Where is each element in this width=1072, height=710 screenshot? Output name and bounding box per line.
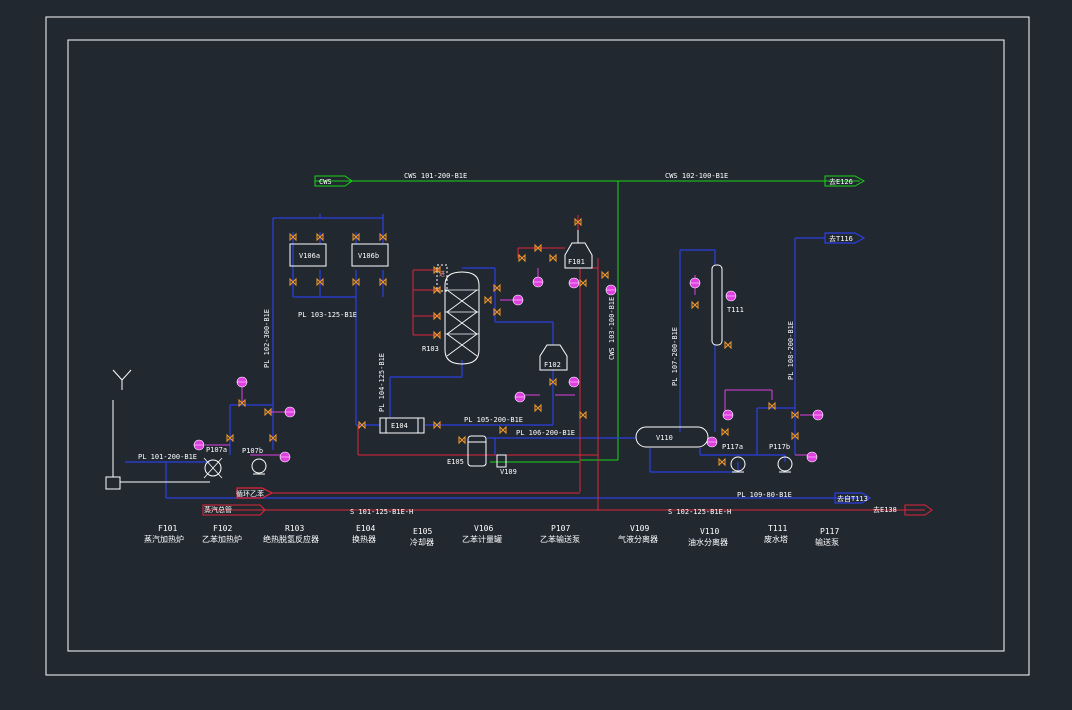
cooler-e105[interactable]: E105 — [447, 435, 487, 467]
label-recycle-eb: 循环乙苯 — [236, 489, 264, 498]
tag-p107b: P107b — [242, 447, 263, 455]
legend-tag-1: F102 — [213, 524, 232, 533]
tag-f102: F102 — [544, 361, 561, 369]
label-pl-107: PL 107-200-B1E — [671, 327, 679, 386]
label-cws-in: CWS — [319, 178, 332, 186]
legend-name-4: 冷却器 — [410, 537, 434, 547]
label-pl-102: PL 102-300-B1E — [263, 309, 271, 368]
legend-name-1: 乙苯加热炉 — [202, 534, 242, 544]
legend-tag-0: F101 — [158, 524, 177, 533]
tag-p107a: P107a — [206, 446, 227, 454]
tag-v106b: V106b — [358, 252, 379, 260]
pump-p117b[interactable]: P117b — [769, 443, 793, 473]
legend-name-7: 气液分离器 — [618, 534, 658, 544]
tank-v106a[interactable]: V106a — [289, 243, 327, 267]
legend-tag-8: V110 — [700, 527, 719, 536]
tag-p117a: P117a — [722, 443, 743, 451]
label-to-t116: 去T116 — [829, 234, 853, 243]
inner-frame — [67, 39, 1005, 652]
tag-e105: E105 — [447, 458, 464, 466]
legend-tag-10: P117 — [820, 527, 839, 536]
label-cws-102: CWS 102-100-B1E — [665, 172, 728, 180]
legend-name-9: 废水塔 — [764, 534, 788, 544]
equipment-legend: F101 蒸汽加热炉 F102 乙苯加热炉 R103 绝热脱氢反应器 E104 … — [144, 524, 839, 547]
label-pl-106: PL 106-200-B1E — [516, 429, 575, 437]
separator-v109[interactable]: V109 — [496, 454, 517, 476]
separator-v110[interactable]: V110 — [635, 426, 709, 448]
outer-frame — [45, 16, 1030, 676]
furnace-f102[interactable]: F102 — [539, 344, 568, 371]
column-t111[interactable]: T111 — [711, 264, 744, 346]
cooling-water-lines — [314, 175, 866, 463]
tag-t111: T111 — [727, 306, 744, 314]
tag-v106a: V106a — [299, 252, 320, 260]
pump-p117a[interactable]: P117a — [722, 443, 746, 473]
legend-name-0: 蒸汽加热炉 — [144, 534, 184, 544]
tag-v109: V109 — [500, 468, 517, 476]
legend-name-8: 油水分离器 — [688, 537, 728, 547]
label-steam-header: 蒸汽总管 — [204, 505, 232, 514]
legend-name-10: 输送泵 — [815, 537, 839, 547]
label-s-101: S 101-125-B1E-H — [350, 508, 413, 516]
label-cws-out: 去E126 — [829, 177, 853, 186]
label-to-e138: 去E138 — [873, 505, 897, 514]
exchanger-e104[interactable]: E104 — [379, 417, 425, 434]
tag-v110: V110 — [656, 434, 673, 442]
instrument-lines — [205, 268, 815, 456]
legend-tag-4: E105 — [413, 527, 432, 536]
label-pl-109: PL 109-80-B1E — [737, 491, 792, 499]
label-pl-104: PL 104-125-B1E — [378, 353, 386, 412]
legend-tag-6: P107 — [551, 524, 570, 533]
label-cws-103: CWS 103-100-B1E — [608, 297, 616, 360]
label-s-102: S 102-125-B1E-H — [668, 508, 731, 516]
legend-tag-2: R103 — [285, 524, 304, 533]
label-cws-101: CWS 101-200-B1E — [404, 172, 467, 180]
legend-tag-9: T111 — [768, 524, 787, 533]
label-to-t113: 去自T113 — [837, 494, 868, 503]
pump-p107b[interactable]: P107b — [242, 447, 267, 475]
legend-name-2: 绝热脱氢反应器 — [263, 534, 319, 544]
reactor-r103[interactable]: 进 R103 — [422, 264, 480, 365]
tag-r103: R103 — [422, 345, 439, 353]
tank-v106b[interactable]: V106b — [351, 243, 389, 267]
label-pl-103: PL 103-125-B1E — [298, 311, 357, 319]
pump-p107a[interactable]: P107a — [203, 446, 227, 479]
label-pl-105: PL 105-200-B1E — [464, 416, 523, 424]
vent-symbol — [105, 369, 210, 490]
label-reactor-feed: 进 — [439, 270, 445, 278]
tag-f101: F101 — [568, 258, 585, 266]
legend-name-3: 换热器 — [352, 534, 376, 544]
tag-e104: E104 — [391, 422, 408, 430]
legend-tag-7: V109 — [630, 524, 649, 533]
label-pl-101: PL 101-200-B1E — [138, 453, 197, 461]
process-lines — [125, 214, 872, 504]
label-pl-108: PL 108-200-B1E — [787, 321, 795, 380]
furnace-f101[interactable]: F101 — [564, 230, 593, 269]
tag-p117b: P117b — [769, 443, 790, 451]
instrument-bubbles — [193, 276, 824, 463]
legend-tag-3: E104 — [356, 524, 375, 533]
legend-name-6: 乙苯输送泵 — [540, 534, 580, 544]
legend-tag-5: V106 — [474, 524, 493, 533]
steam-lines — [202, 215, 933, 516]
legend-name-5: 乙苯计量罐 — [462, 534, 502, 544]
